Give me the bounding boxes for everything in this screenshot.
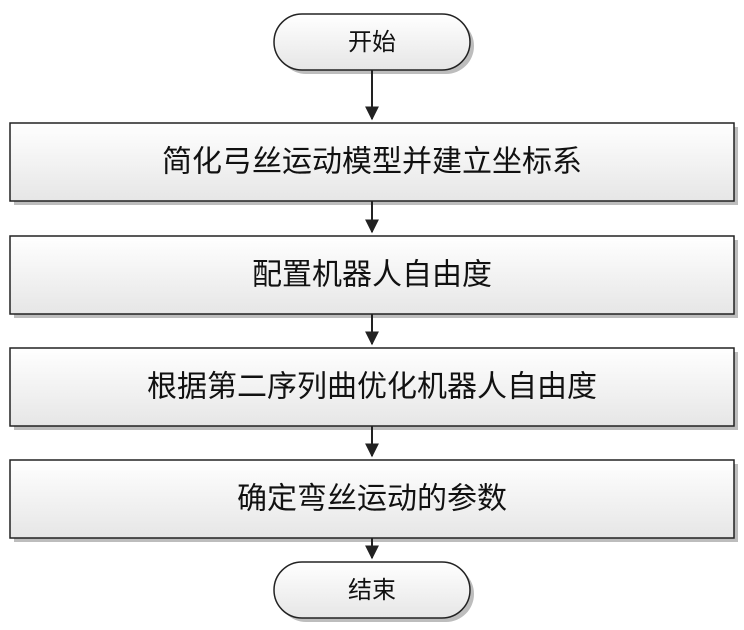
end-label: 结束: [348, 576, 396, 604]
end-node: 结束: [274, 562, 474, 622]
step-3-node: 根据第二序列曲优化机器人自由度: [10, 348, 738, 430]
step-4-label: 确定弯丝运动的参数: [237, 482, 507, 517]
step-1-node: 简化弓丝运动模型并建立坐标系: [10, 123, 738, 205]
step-4-node: 确定弯丝运动的参数: [10, 460, 738, 542]
step-2-node: 配置机器人自由度: [10, 236, 738, 318]
start-node: 开始: [274, 14, 474, 74]
start-label: 开始: [348, 28, 396, 56]
step-1-label: 简化弓丝运动模型并建立坐标系: [162, 145, 582, 180]
step-3-label: 根据第二序列曲优化机器人自由度: [147, 370, 597, 405]
step-2-label: 配置机器人自由度: [252, 258, 492, 293]
